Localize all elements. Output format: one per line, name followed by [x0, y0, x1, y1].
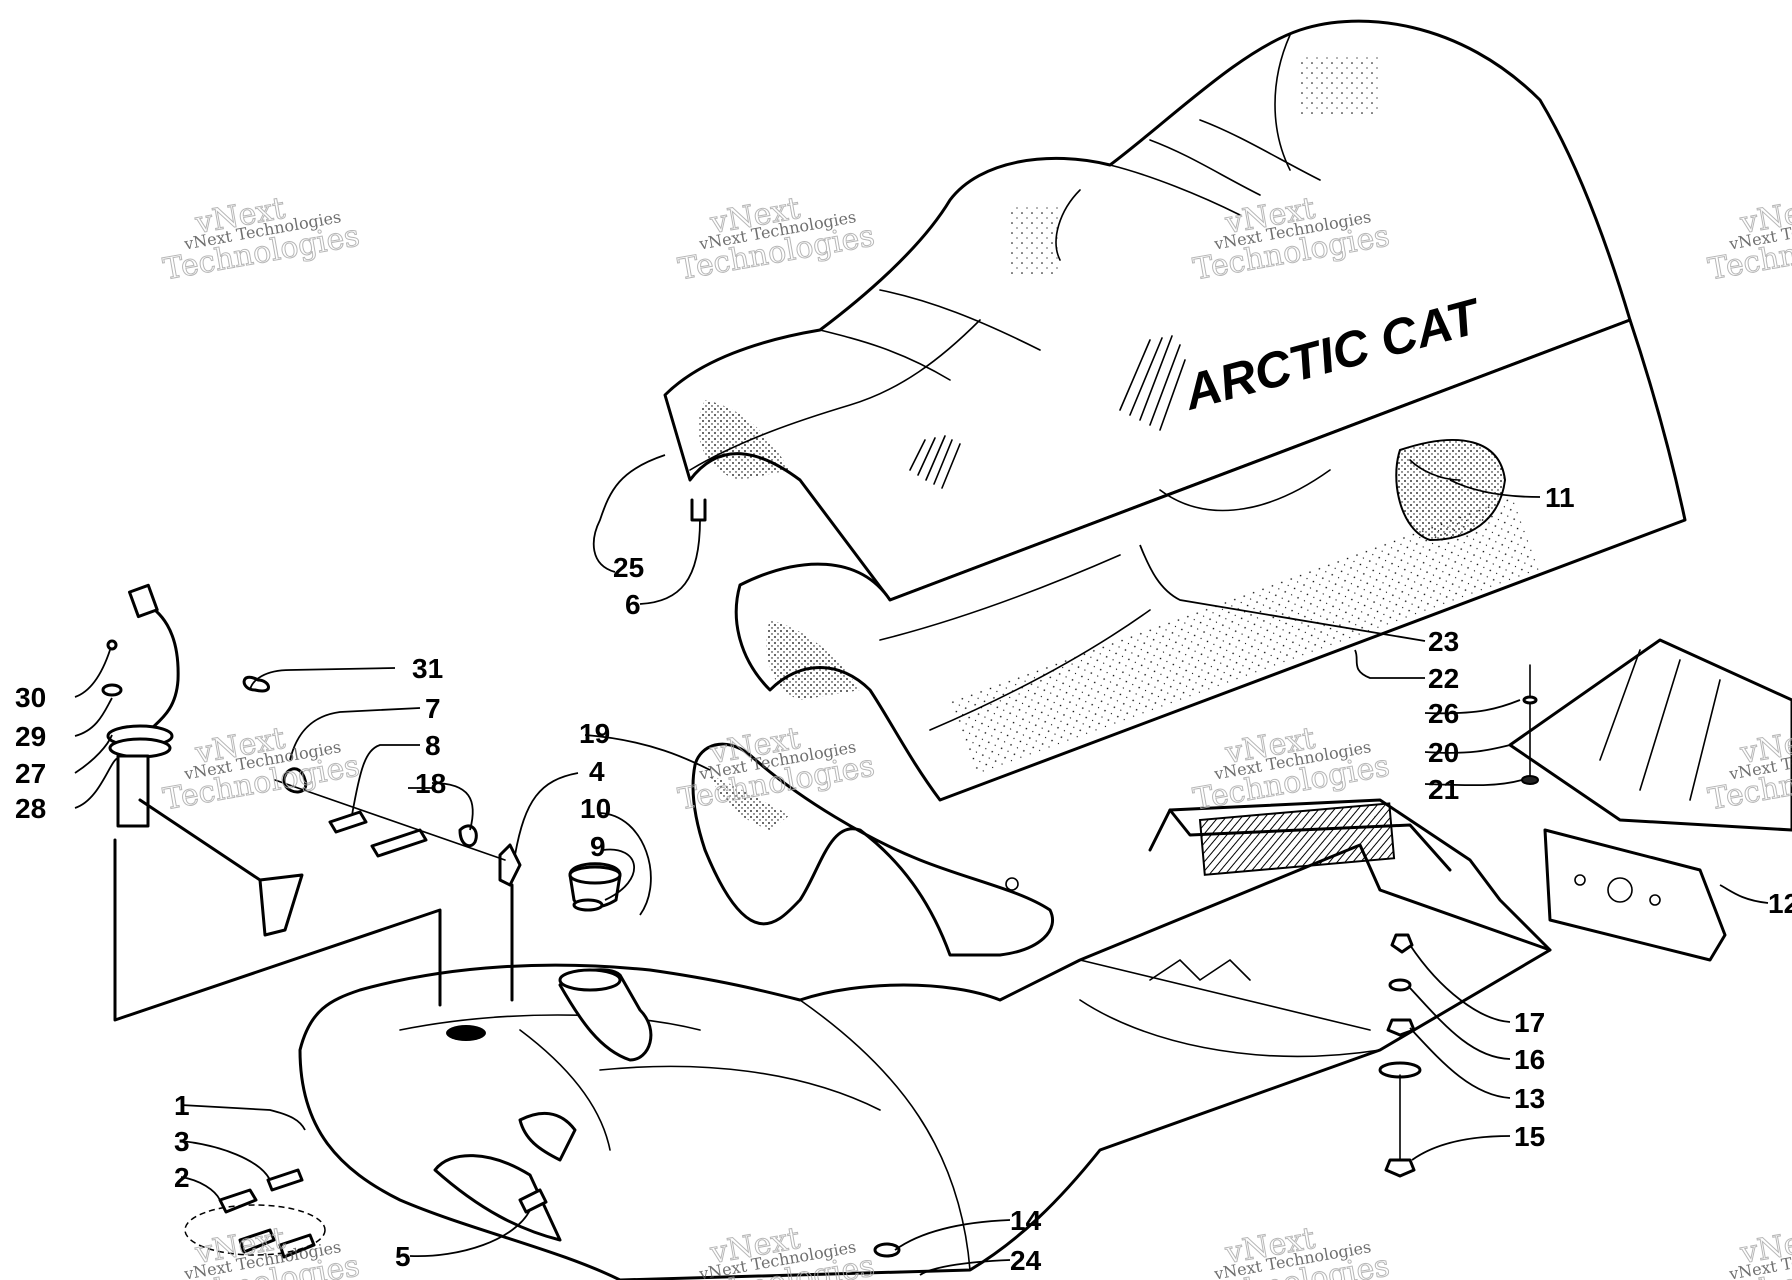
watermark-11: vNext vNext Technologies Technologies	[1190, 1220, 1393, 1280]
callout-30: 30	[15, 682, 46, 713]
callout-23: 23	[1428, 626, 1459, 657]
hatch-marks-left	[909, 435, 961, 489]
fuel-tank	[298, 798, 1552, 1280]
watermark-4: vNext vNext Technologies Technologies	[1705, 190, 1792, 287]
seat-base	[734, 318, 1687, 802]
callout-22: 22	[1428, 663, 1459, 694]
watermark-9: vNext vNext Technologies Technologies	[160, 1220, 363, 1280]
callout-13: 13	[1514, 1083, 1545, 1114]
callout-26: 26	[1428, 698, 1459, 729]
callout-18: 18	[415, 768, 446, 799]
callout-16: 16	[1514, 1044, 1545, 1075]
small-clips	[184, 498, 707, 1259]
callout-2: 2	[174, 1162, 190, 1193]
callout-19: 19	[579, 718, 610, 749]
callout-10: 10	[580, 793, 611, 824]
callout-8: 8	[425, 730, 441, 761]
leader-lines	[74, 454, 1769, 1276]
fuel-sender-assembly	[101, 583, 442, 1022]
callout-1: 1	[174, 1090, 190, 1121]
callout-27: 27	[15, 758, 46, 789]
seat-front-cover	[691, 742, 1054, 957]
callout-9: 9	[590, 831, 606, 862]
callout-25: 25	[613, 552, 644, 583]
watermark-5: vNext vNext Technologies Technologies	[160, 720, 363, 817]
callout-14: 14	[1010, 1205, 1042, 1236]
fuel-cap	[568, 862, 622, 912]
callout-11: 11	[1545, 482, 1575, 513]
callout-28: 28	[15, 793, 46, 824]
callout-7: 7	[425, 693, 441, 724]
callout-29: 29	[15, 721, 46, 752]
callout-12: 12	[1768, 888, 1792, 919]
callout-6: 6	[625, 589, 641, 620]
watermark-8: vNext vNext Technologies Technologies	[1705, 720, 1792, 817]
callout-4: 4	[589, 756, 605, 787]
fuel-line-parts	[274, 767, 522, 1002]
right-hardware	[873, 638, 1792, 1258]
callout-labels: 1 2 3 4 5 6 7 8 9 10 11 12 13 14 15 16 1…	[15, 482, 1792, 1276]
callout-20: 20	[1428, 737, 1459, 768]
watermark-12: vNext vNext Technologies Technologies	[1705, 1220, 1792, 1280]
callout-3: 3	[174, 1126, 190, 1157]
hatch-marks-right	[1119, 335, 1186, 431]
callout-5: 5	[395, 1241, 411, 1272]
callout-15: 15	[1514, 1121, 1545, 1152]
watermark-1: vNext vNext Technologies Technologies	[160, 190, 363, 287]
callout-17: 17	[1514, 1007, 1545, 1038]
watermark-2: vNext vNext Technologies Technologies	[675, 190, 878, 287]
callout-31: 31	[412, 653, 443, 684]
callout-24: 24	[1010, 1245, 1042, 1276]
callout-21: 21	[1428, 774, 1459, 805]
